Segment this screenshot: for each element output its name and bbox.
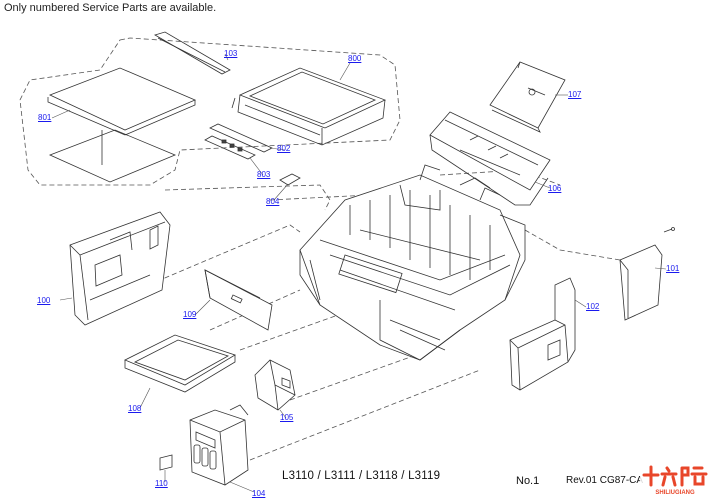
callout-108[interactable]: 108: [128, 404, 142, 413]
part-804: [279, 173, 301, 186]
part-102: [509, 277, 576, 391]
part-110: [159, 454, 173, 471]
service-parts-note: Only numbered Service Parts are availabl…: [4, 2, 217, 14]
callout-107[interactable]: 107: [568, 90, 582, 99]
part-800: [231, 67, 387, 146]
part-108: [124, 334, 236, 393]
page-number: No.1: [516, 475, 540, 487]
part-107: [489, 61, 566, 133]
part-801: [47, 67, 197, 183]
callout-105[interactable]: 105: [280, 413, 294, 422]
printer-main-chassis: [299, 164, 526, 361]
callout-109[interactable]: 109: [183, 310, 197, 319]
callout-102[interactable]: 102: [586, 302, 600, 311]
callout-104[interactable]: 104: [252, 489, 266, 498]
revision-code: Rev.01 CG87-CA: [566, 475, 644, 486]
callout-100[interactable]: 100: [37, 296, 51, 305]
part-106: [429, 111, 551, 206]
part-101: [619, 227, 675, 321]
callout-800[interactable]: 800: [348, 54, 362, 63]
leader-lines: [51, 53, 667, 493]
part-105: [254, 359, 296, 411]
callout-110[interactable]: 110: [155, 479, 168, 488]
watermark-logo: SHILIUGIANG: [640, 463, 710, 497]
svg-text:SHILIUGIANG: SHILIUGIANG: [655, 490, 695, 496]
part-802-803: [204, 123, 273, 160]
callout-106[interactable]: 106: [548, 184, 562, 193]
callout-103[interactable]: 103: [224, 49, 238, 58]
part-103: [154, 31, 231, 75]
model-numbers: L3110 / L3111 / L3118 / L3119: [282, 470, 441, 482]
part-109: [204, 269, 273, 331]
callout-802[interactable]: 802: [277, 144, 291, 153]
callout-803[interactable]: 803: [257, 170, 271, 179]
callout-801[interactable]: 801: [38, 113, 52, 122]
part-104: [189, 404, 249, 486]
callout-804[interactable]: 804: [266, 197, 280, 206]
callout-101[interactable]: 101: [666, 264, 680, 273]
part-100: [69, 211, 171, 326]
